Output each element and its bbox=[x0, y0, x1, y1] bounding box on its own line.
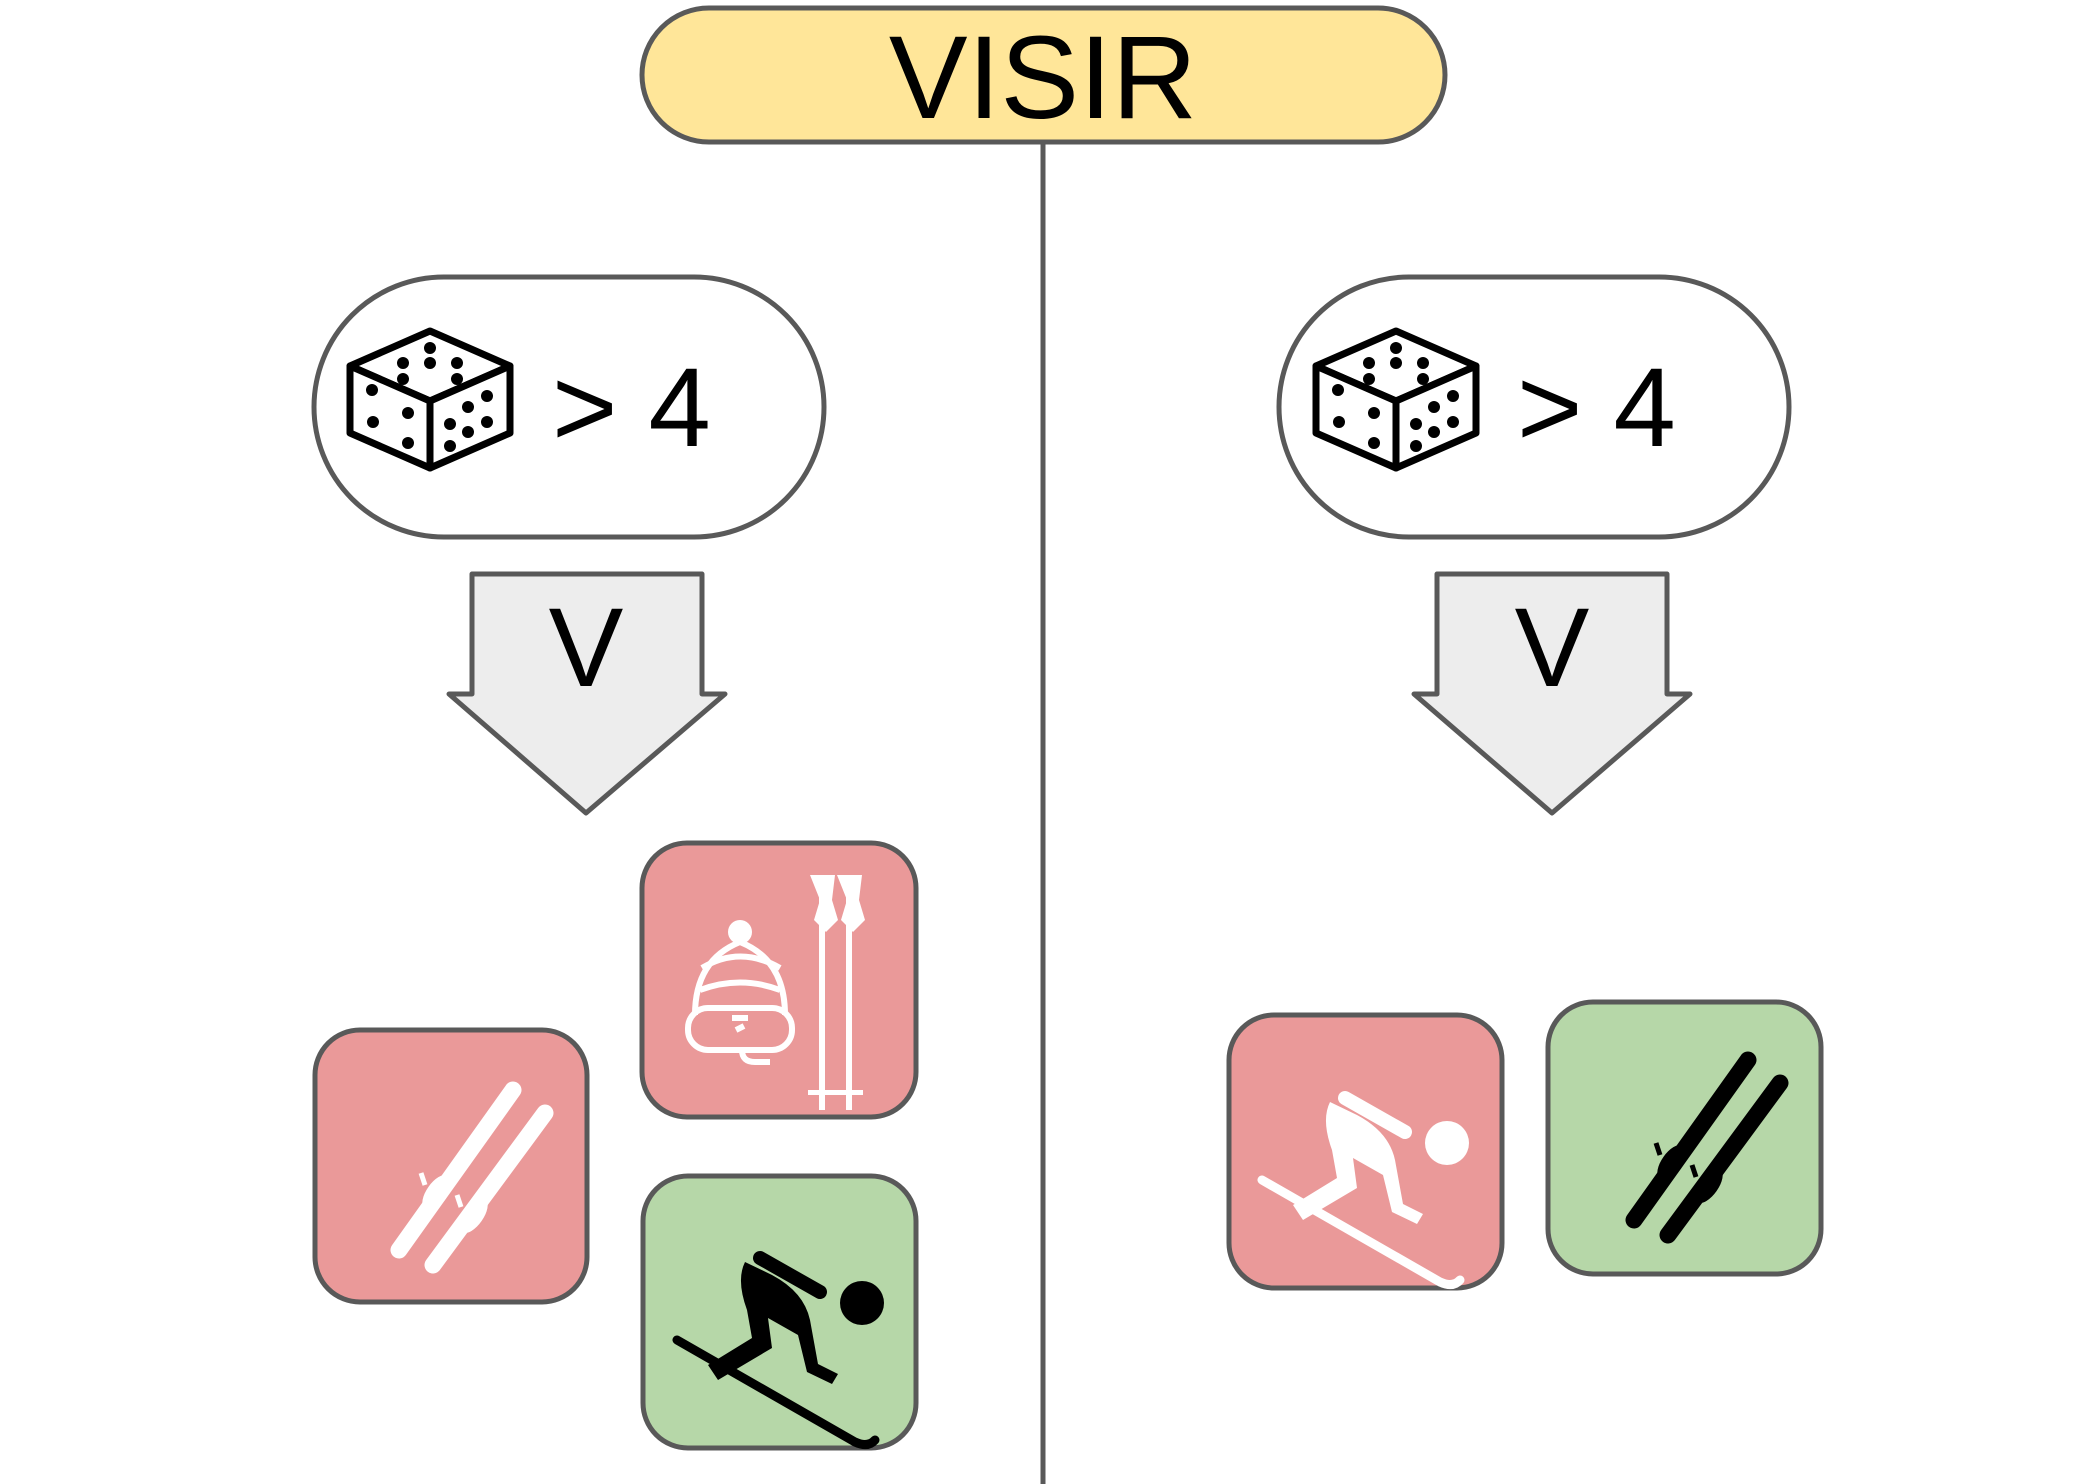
left-card-skier bbox=[640, 1173, 919, 1448]
left-card-skis bbox=[312, 1027, 590, 1305]
right-card-skis bbox=[1545, 999, 1824, 1277]
title-badge: VISIR bbox=[639, 5, 1448, 145]
title-badge-background bbox=[639, 5, 1448, 145]
right-panel: > 4 V bbox=[1226, 274, 1824, 1288]
page-title: VISIR bbox=[889, 12, 1197, 144]
left-panel: > 4 V bbox=[311, 274, 919, 1448]
right-down-arrow: V bbox=[1411, 571, 1693, 816]
right-card-skier bbox=[1226, 1012, 1505, 1288]
left-condition-pill: > 4 bbox=[311, 274, 827, 540]
left-condition-text: > 4 bbox=[552, 345, 711, 470]
left-card-gear bbox=[639, 840, 919, 1120]
right-condition-pill: > 4 bbox=[1276, 274, 1792, 540]
left-down-arrow: V bbox=[446, 571, 728, 816]
right-arrow-label: V bbox=[1515, 585, 1590, 710]
left-arrow-label: V bbox=[549, 585, 624, 710]
right-condition-text: > 4 bbox=[1517, 345, 1676, 470]
